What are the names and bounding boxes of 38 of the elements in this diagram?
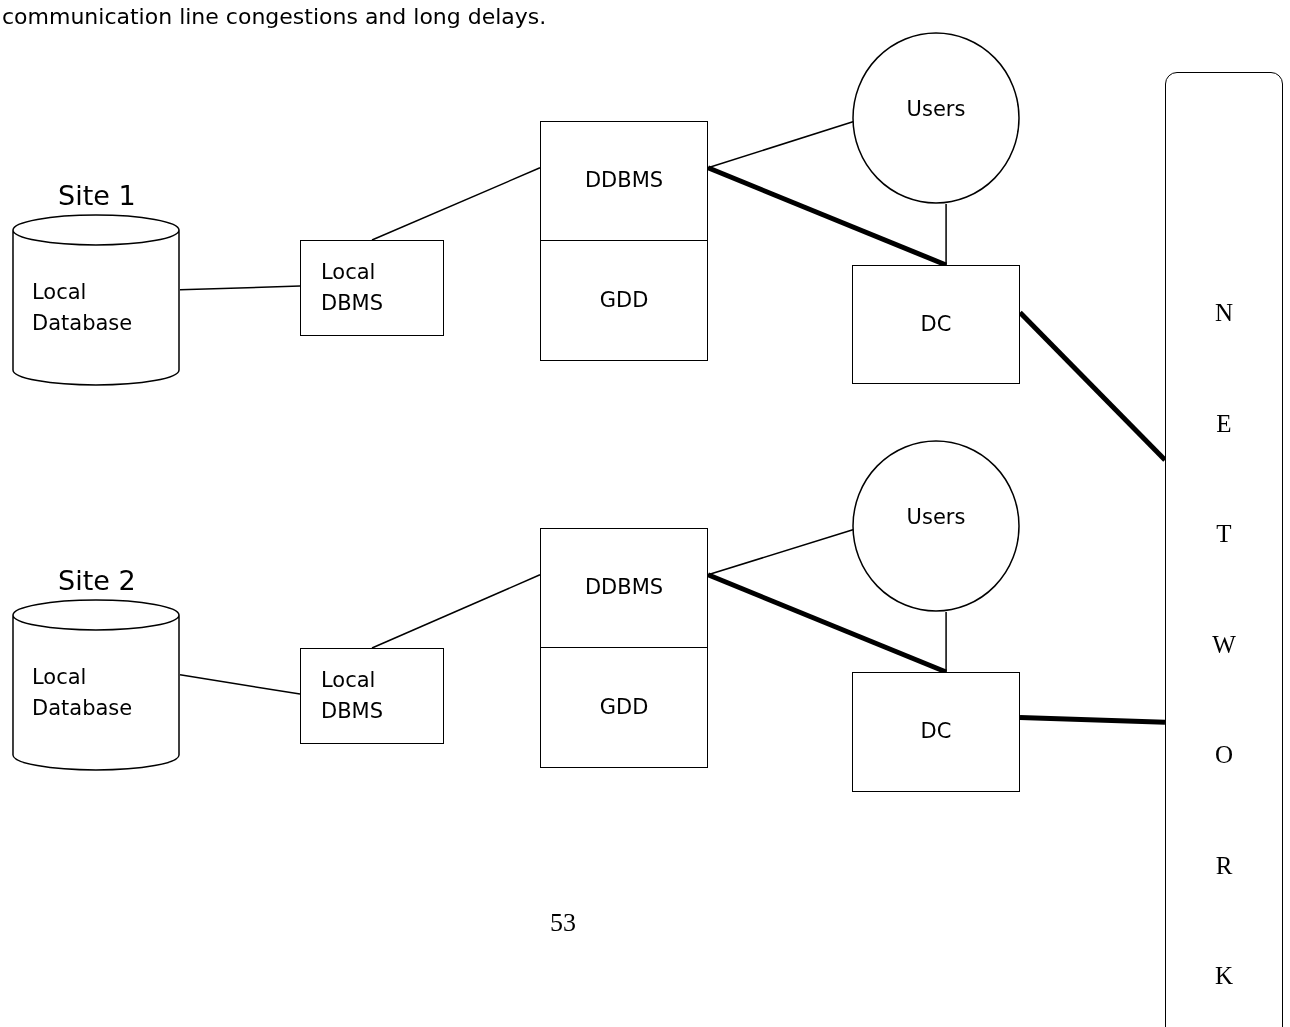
connector-line: [945, 203, 947, 266]
node-label: Users: [906, 504, 966, 532]
process-box: [540, 528, 708, 648]
node-label: Local Database: [32, 663, 134, 722]
node-label: DC: [920, 310, 952, 338]
process-box: [852, 672, 1020, 792]
connector-line: [371, 167, 541, 241]
node-label: DDBMS: [584, 574, 664, 602]
site-label: Site 2: [58, 565, 136, 596]
node-label: Users: [906, 96, 966, 124]
node-label: DC: [920, 718, 952, 746]
node-label: Local DBMS: [321, 666, 385, 725]
node-label: Local Database: [32, 278, 134, 337]
process-box: [300, 648, 444, 744]
process-box: [540, 240, 708, 361]
connector-line: [945, 611, 947, 673]
node-label: GDD: [599, 693, 649, 721]
process-box: [540, 647, 708, 768]
node-label: GDD: [599, 286, 649, 314]
database-cylinder: [12, 215, 180, 385]
page-number: 53: [550, 908, 576, 938]
network-bus: [1165, 72, 1283, 1027]
connector-line: [179, 674, 301, 695]
users-ellipse: [852, 440, 1020, 612]
database-cylinder: [12, 600, 180, 770]
site-label: Site 1: [58, 180, 136, 211]
network-label: NETWORK: [1211, 298, 1237, 991]
process-box: [300, 240, 444, 336]
process-box: [852, 265, 1020, 384]
node-label: DDBMS: [584, 167, 664, 195]
connector-line: [1019, 715, 1166, 725]
node-label: Local DBMS: [321, 258, 385, 317]
users-ellipse: [852, 32, 1020, 204]
connector-line: [179, 285, 301, 291]
body-text: communication line congestions and long delays.: [2, 4, 547, 29]
connector-line: [1018, 310, 1167, 462]
process-box: [540, 121, 708, 241]
connector-line: [371, 574, 541, 649]
